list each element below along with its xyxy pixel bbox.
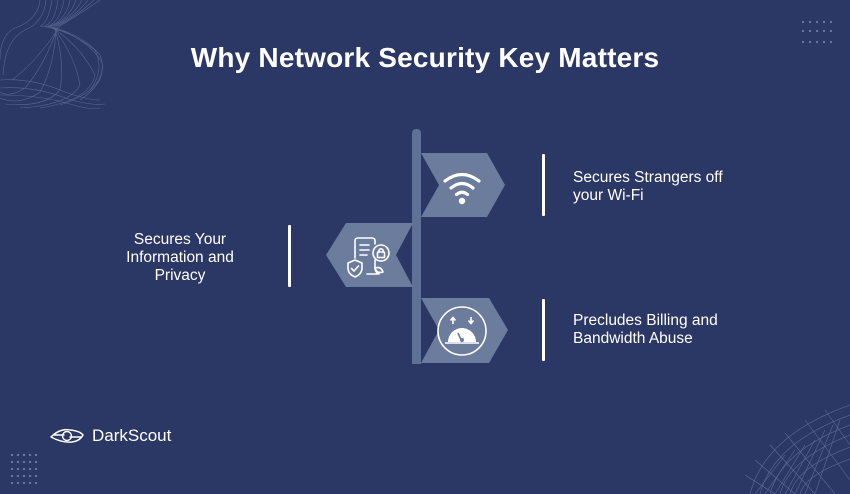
label-billing: Precludes Billing and Bandwidth Abuse <box>573 312 718 348</box>
dot-grid-decoration-top-right <box>801 20 833 44</box>
label-wifi-line2: your Wi-Fi <box>573 187 644 204</box>
label-privacy-line2: Information and <box>126 249 234 266</box>
wifi-icon <box>443 172 481 205</box>
label-wifi: Secures Strangers off your Wi-Fi <box>573 169 723 205</box>
brand-name: DarkScout <box>92 426 172 445</box>
divider-bar-billing <box>542 299 545 361</box>
divider-bar-wifi <box>542 154 545 216</box>
label-billing-line2: Bandwidth Abuse <box>573 330 693 347</box>
page-title: Why Network Security Key Matters <box>190 42 660 73</box>
signpost-pole <box>412 129 421 364</box>
divider-bar-privacy <box>288 225 291 287</box>
brand-logo: DarkScout <box>50 426 171 446</box>
eye-logo-icon <box>50 428 84 443</box>
label-privacy-line3: Privacy <box>154 267 206 284</box>
label-billing-line1: Precludes Billing and <box>573 312 718 329</box>
label-privacy: Secures Your Information and Privacy <box>110 231 250 285</box>
document-shield-lock-icon <box>347 237 390 278</box>
dot-grid-decoration-bottom-left <box>10 453 38 485</box>
wireframe-decoration-bottom-right <box>745 404 850 494</box>
speed-gauge-icon <box>437 306 487 356</box>
label-privacy-line1: Secures Your <box>133 231 227 248</box>
label-wifi-line1: Secures Strangers off <box>573 169 723 186</box>
wireframe-decoration-top-left <box>0 0 106 109</box>
